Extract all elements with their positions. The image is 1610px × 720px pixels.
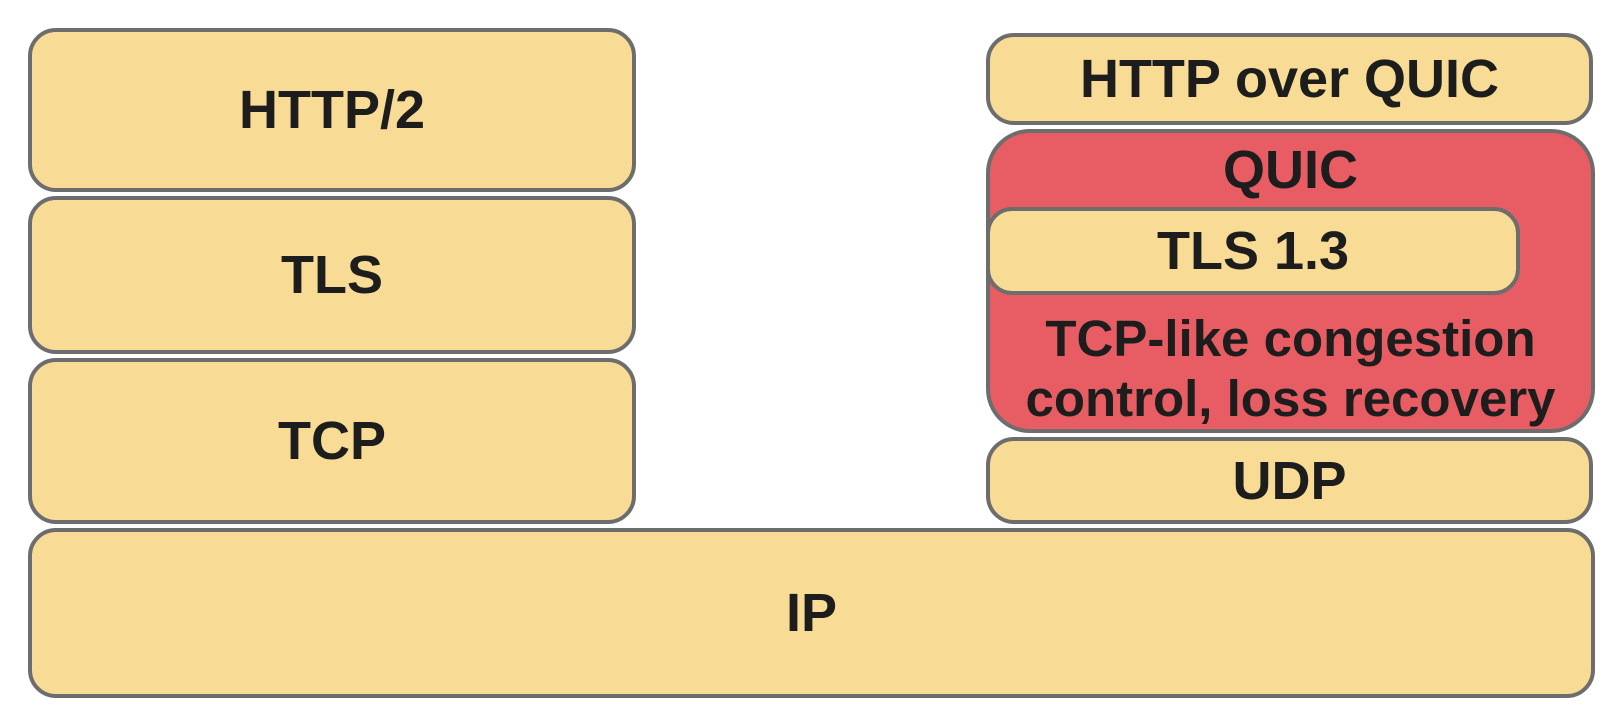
layer-label-ip: IP [785,583,838,643]
quic-congestion-note-line1: TCP-like congestion [1045,310,1536,367]
layer-box-udp: UDP [986,437,1593,524]
layer-box-http-over-quic: HTTP over QUIC [986,33,1593,125]
quic-congestion-note-line2: control, loss recovery [1025,370,1556,428]
layer-label-tcp: TCP [278,411,386,471]
layer-label-udp: UDP [1232,450,1347,511]
layer-box-tls13: TLS 1.3 [986,207,1520,295]
layer-box-quic: QUIC TLS 1.3 TCP-like congestion control… [986,129,1595,433]
layer-box-tcp: TCP [28,358,636,524]
layer-label-http-over-quic: HTTP over QUIC [1079,49,1500,109]
layer-box-tls: TLS [28,196,636,354]
layer-label-tls13: TLS 1.3 [1156,221,1350,281]
layer-label-http2: HTTP/2 [238,80,426,140]
layer-label-quic: QUIC [1223,140,1358,200]
quic-congestion-note: TCP-like congestion control, loss recove… [990,309,1591,429]
layer-box-http2: HTTP/2 [28,28,636,192]
layer-box-ip: IP [28,528,1595,698]
layer-label-tls: TLS [281,245,383,305]
